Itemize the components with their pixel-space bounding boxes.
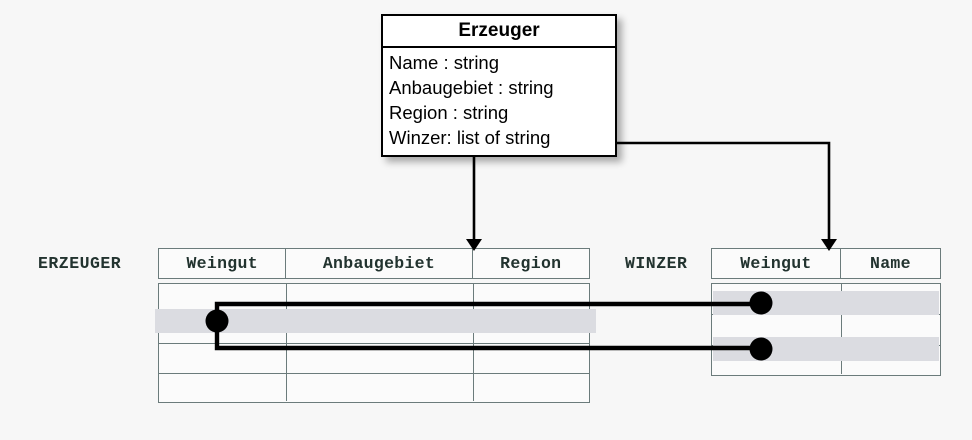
table-cell bbox=[159, 374, 287, 401]
uml-class-box: Erzeuger Name : string Anbaugebiet : str… bbox=[381, 14, 617, 157]
table-cell bbox=[287, 344, 474, 373]
table-cell bbox=[474, 344, 588, 373]
row-highlight-winzer-2 bbox=[713, 337, 939, 361]
column-header-weingut: Weingut bbox=[159, 249, 287, 278]
uml-class-name: Erzeuger bbox=[383, 16, 615, 48]
column-header-name: Name bbox=[870, 254, 911, 273]
arrow-class-to-erzeuger bbox=[466, 157, 482, 251]
column-header-region: Region bbox=[500, 254, 562, 273]
uml-attribute: Winzer: list of string bbox=[389, 127, 551, 148]
table-header-erzeuger: Weingut Anbaugebiet Region bbox=[158, 248, 590, 279]
table-cell bbox=[474, 374, 588, 401]
column-header-anbaugebiet: Anbaugebiet bbox=[286, 249, 473, 278]
table-cell bbox=[287, 374, 474, 401]
table-label-erzeuger: ERZEUGER bbox=[38, 254, 122, 273]
column-header-weingut: Weingut bbox=[712, 249, 841, 278]
table-cell bbox=[287, 284, 474, 313]
uml-attribute: Region : string bbox=[389, 102, 509, 123]
uml-attribute: Anbaugebiet : string bbox=[389, 77, 554, 98]
row-highlight-erzeuger bbox=[155, 309, 596, 333]
table-cell bbox=[159, 344, 287, 373]
table-cell bbox=[159, 284, 287, 313]
uml-attribute: Name : string bbox=[389, 52, 500, 73]
table-row bbox=[159, 374, 589, 401]
table-cell bbox=[712, 315, 842, 345]
row-highlight-winzer-1 bbox=[713, 291, 939, 315]
table-header-winzer: Weingut Name bbox=[711, 248, 941, 279]
uml-attribute-list: Name : string Anbaugebiet : string Regio… bbox=[383, 48, 615, 150]
table-label-winzer: WINZER bbox=[625, 254, 688, 273]
table-body-erzeuger bbox=[158, 283, 590, 403]
table-row bbox=[159, 344, 589, 374]
arrow-class-to-winzer bbox=[604, 141, 837, 251]
